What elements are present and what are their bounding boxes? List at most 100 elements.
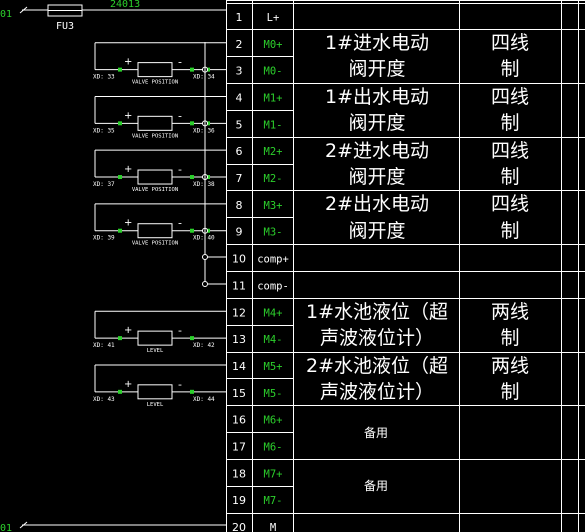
terminal-number: 9 — [236, 226, 243, 239]
terminal-block-tag: XD: 44 — [193, 396, 215, 403]
terminal-number: 16 — [232, 414, 246, 427]
terminal-label: M2+ — [264, 146, 283, 158]
wiring-6-line2: 制 — [500, 381, 519, 403]
terminal-label: M3- — [264, 227, 283, 239]
terminal-label: M0- — [264, 66, 283, 78]
terminal-number: 15 — [232, 387, 246, 400]
terminal-label: M1- — [264, 119, 283, 131]
terminal-label: M2- — [264, 173, 283, 185]
terminal-block-tag: XD: 37 — [93, 181, 115, 188]
desc-4-line2: 阀开度 — [348, 220, 405, 242]
sensor-symbol — [137, 169, 173, 185]
sensor-loops: + - XD: 33 XD: 34 VALVE POSITION + - XD: 35 XD: … — [93, 42, 226, 408]
terminal-block-tag: XD: 35 — [93, 127, 115, 134]
fuse-label: FU3 — [56, 21, 74, 32]
sensor-symbol — [137, 62, 173, 78]
terminal-label: M6+ — [264, 415, 283, 427]
terminal-number: 2 — [236, 38, 243, 51]
wiring-2-line1: 四线 — [491, 86, 529, 108]
terminal-number: 10 — [232, 253, 246, 266]
terminal-number: 19 — [232, 494, 246, 507]
terminal-number: 4 — [236, 91, 243, 104]
desc-5-line2: 声波液位计） — [320, 327, 434, 349]
terminal-label: comp+ — [257, 254, 289, 266]
common-wire — [202, 42, 226, 287]
terminal-number: 20 — [232, 521, 246, 532]
sensor-symbol — [137, 384, 173, 400]
sensor-symbol — [137, 223, 173, 239]
polarity-plus: + — [124, 379, 132, 390]
desc-5-line1: 1#水池液位（超 — [306, 301, 448, 323]
terminal-number: 18 — [232, 467, 246, 480]
terminal-number: 7 — [236, 172, 243, 185]
terminal-number: 1 — [236, 11, 243, 24]
terminal-number: 3 — [236, 65, 243, 78]
terminal-number: 12 — [232, 306, 246, 319]
sensor-symbol — [137, 115, 173, 131]
wiring-5-line1: 两线 — [491, 301, 529, 323]
desc-1-line2: 阀开度 — [348, 58, 405, 80]
desc-3-line2: 阀开度 — [348, 166, 405, 188]
wiring-4-line2: 制 — [500, 220, 519, 242]
polarity-minus: - — [178, 217, 182, 230]
polarity-minus: - — [178, 163, 182, 176]
sensor-label: VALVE POSITION — [132, 241, 178, 247]
terminal-label: comp- — [257, 280, 289, 292]
desc-1-line1: 1#进水电动 — [325, 32, 429, 54]
desc-3-line1: 2#进水电动 — [325, 140, 429, 162]
terminal-label: M5+ — [264, 361, 283, 373]
bottom-supply-wire: 01 — [0, 521, 226, 532]
top-wire-tag: 01 — [0, 9, 12, 20]
wiring-6-line1: 两线 — [491, 355, 529, 377]
terminal-label: M6- — [264, 442, 283, 454]
terminal-label: L+ — [267, 12, 280, 24]
wiring-3-line2: 制 — [500, 166, 519, 188]
terminal-block-tag: XD: 41 — [93, 342, 115, 349]
polarity-minus: - — [178, 109, 182, 122]
sensor-loop: + - XD: 39 XD: 40 VALVE POSITION — [93, 203, 226, 247]
terminal-block-tag: XD: 33 — [93, 74, 115, 81]
polarity-minus: - — [178, 378, 182, 391]
terminal-table — [226, 0, 585, 532]
sensor-symbol — [137, 330, 173, 346]
terminal-label: M7- — [264, 495, 283, 507]
polarity-plus: + — [124, 325, 132, 336]
sensor-label: LEVEL — [147, 402, 164, 408]
sensor-label: VALVE POSITION — [132, 187, 178, 193]
wiring-4-line1: 四线 — [491, 193, 529, 215]
terminal-label: M7+ — [264, 468, 283, 480]
wiring-5-line2: 制 — [500, 327, 519, 349]
polarity-minus: - — [178, 324, 182, 337]
terminal-block-tag: XD: 42 — [193, 342, 215, 349]
wiring-3-line1: 四线 — [491, 140, 529, 162]
terminal-label: M1+ — [264, 92, 283, 104]
terminal-label: M3+ — [264, 200, 283, 212]
terminal-number: 13 — [232, 333, 246, 346]
polarity-plus: + — [124, 218, 132, 229]
sensor-label: VALVE POSITION — [132, 80, 178, 86]
terminal-number: 8 — [236, 199, 243, 212]
terminal-number: 6 — [236, 145, 243, 158]
terminal-number: 11 — [232, 279, 246, 292]
terminal-number: 14 — [232, 360, 246, 373]
terminal-block-tag: XD: 39 — [93, 235, 115, 242]
terminal-label: M4- — [264, 334, 283, 346]
desc-6-line1: 2#水池液位（超 — [306, 355, 448, 377]
spare-label-1: 备用 — [364, 426, 388, 440]
terminal-block-tag: XD: 36 — [193, 127, 215, 134]
terminal-block-tag: XD: 40 — [193, 235, 215, 242]
spare-label-2: 备用 — [364, 479, 388, 493]
polarity-plus: + — [124, 164, 132, 175]
desc-6-line2: 声波液位计） — [320, 381, 434, 403]
terminal-label: M4+ — [264, 307, 283, 319]
bottom-wire-tag: 01 — [0, 523, 12, 532]
terminal-block-tag: XD: 34 — [193, 74, 215, 81]
polarity-plus: + — [124, 57, 132, 68]
